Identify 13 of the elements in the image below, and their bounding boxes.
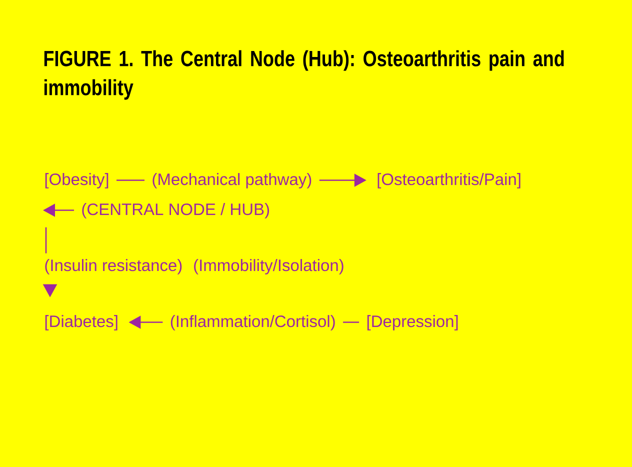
node-text: [Osteoarthritis/Pain]	[378, 173, 520, 188]
figure-title: FIGURE 1. The Central Node (Hub): Osteoarthritis pain and immobility	[44, 50, 564, 100]
node-text: (Inflammation/Cortisol)	[170, 315, 335, 330]
node-text: (Immobility/Isolation)	[194, 259, 344, 274]
node-text: [Depression]	[367, 315, 458, 330]
connector-line	[343, 322, 360, 323]
connector-line	[45, 227, 47, 254]
node-text: (Insulin resistance)	[45, 259, 182, 274]
connector-line	[116, 180, 144, 181]
node-text: (CENTRAL NODE / HUB)	[82, 203, 269, 218]
node-text: [Obesity]	[45, 173, 108, 188]
node-text: [Diabetes]	[45, 315, 118, 330]
node-text: (Mechanical pathway)	[152, 173, 312, 188]
